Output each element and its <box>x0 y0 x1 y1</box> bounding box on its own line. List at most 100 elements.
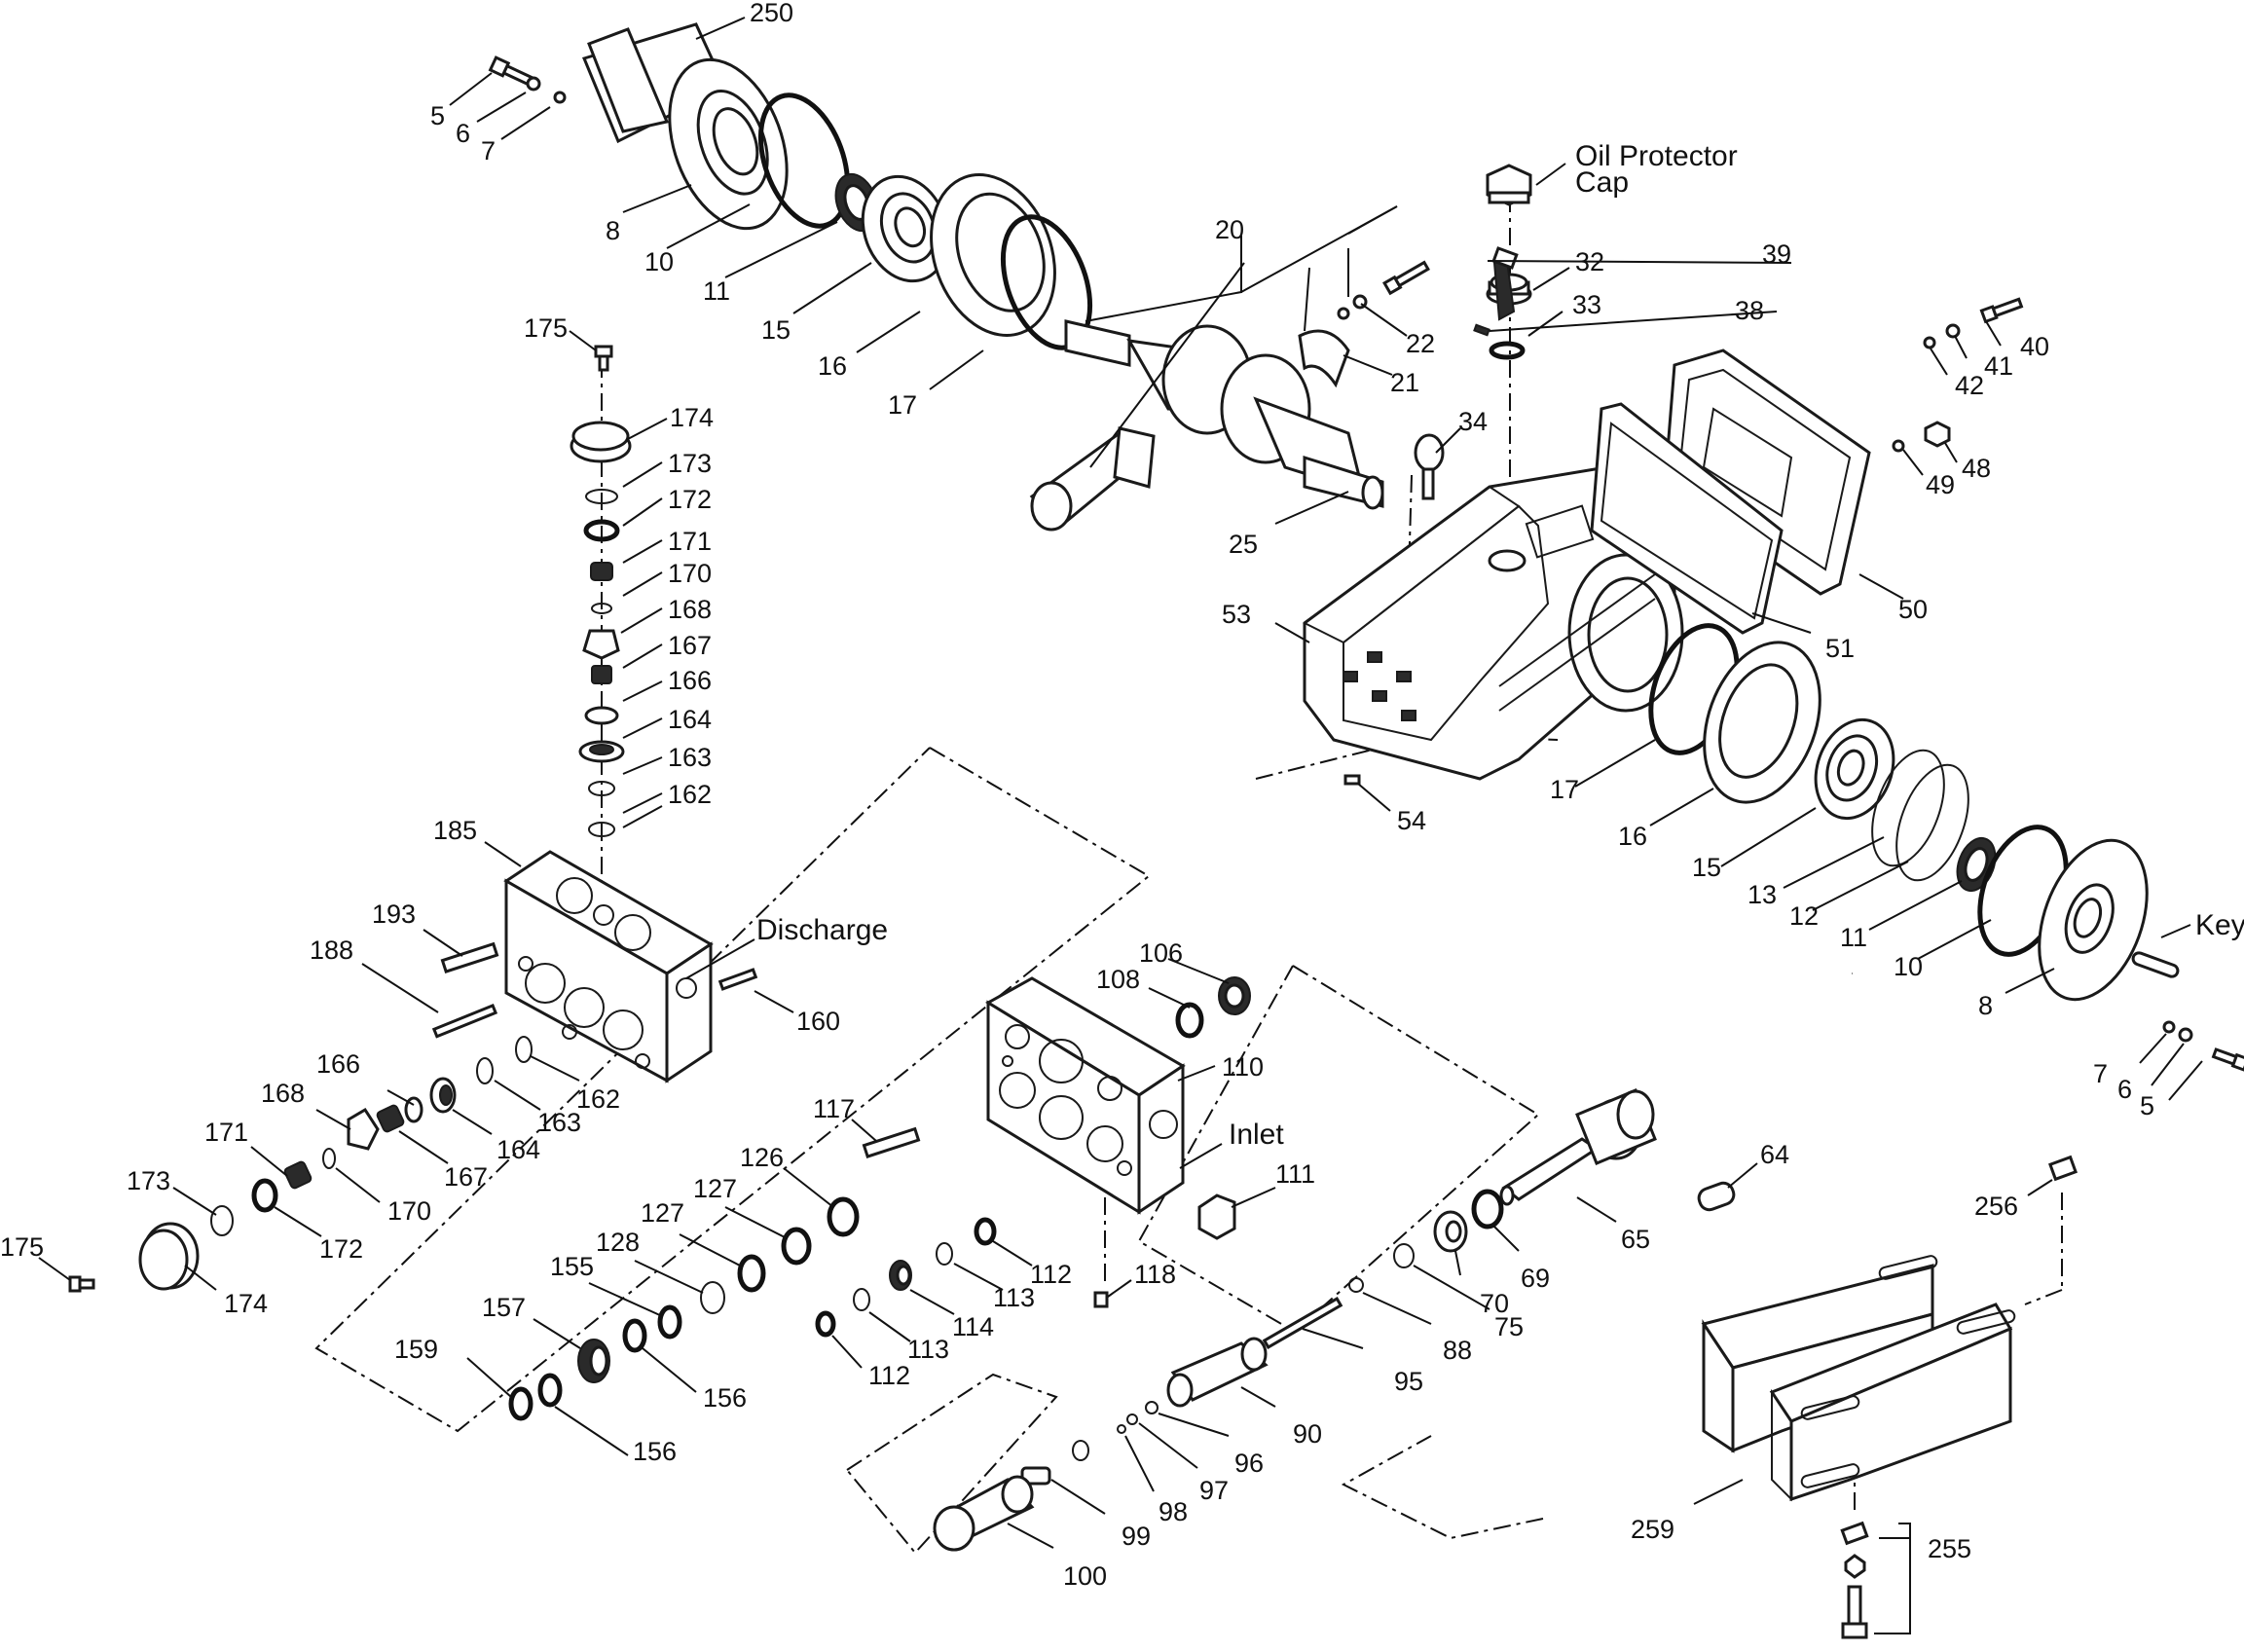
callout-170a: 170 <box>668 559 712 588</box>
discharge-valve-stack-horizontal <box>68 1036 533 1293</box>
callout-185: 185 <box>433 816 477 845</box>
part-38-clip <box>1473 323 1490 337</box>
callout-112a: 112 <box>1030 1260 1072 1289</box>
part-112a-oring <box>974 1217 997 1246</box>
part-95-rod <box>1262 1296 1343 1350</box>
oil-protector-cap <box>1486 164 1532 206</box>
callout-168a: 168 <box>668 595 712 624</box>
part-22-washer-2 <box>1337 307 1350 320</box>
callout-32: 32 <box>1575 247 1604 276</box>
part-255-bolt <box>1841 1585 1868 1639</box>
part-106-seal <box>1218 976 1251 1015</box>
callout-labels: 250 5 6 7 8 10 11 15 16 17 20 22 21 25 O… <box>0 0 2244 1591</box>
part-170a-washer <box>591 603 612 614</box>
part-156a-oring <box>622 1318 647 1353</box>
callout-20: 20 <box>1215 215 1244 244</box>
callout-100: 100 <box>1063 1561 1107 1591</box>
bearing-cover-group-right <box>1648 623 2244 1072</box>
callout-12: 12 <box>1789 901 1819 931</box>
part-21-cap <box>1298 329 1350 388</box>
part-40-screw <box>1979 297 2024 324</box>
part-99-ring <box>1072 1440 1089 1461</box>
part-127b-oring <box>737 1254 766 1293</box>
plunger-group <box>933 1088 1736 1552</box>
callout-172a: 172 <box>668 485 712 514</box>
part-10-oring <box>757 92 851 229</box>
part-34-eye-bolt <box>1414 433 1445 500</box>
callout-110: 110 <box>1222 1052 1264 1082</box>
part-33-oring <box>1489 341 1526 360</box>
part-64-pin <box>1697 1181 1736 1212</box>
part-15-bearing <box>861 174 950 283</box>
callout-167a: 167 <box>668 631 712 660</box>
part-118-plug <box>1093 1291 1109 1308</box>
part-188-bolt <box>431 1003 498 1039</box>
rear-cover-group <box>1473 246 2024 635</box>
part-167b-spring <box>376 1104 405 1133</box>
part-65-plunger-guide <box>1499 1088 1657 1206</box>
part-155-oring <box>657 1304 682 1340</box>
callout-16: 16 <box>818 351 847 381</box>
part-250-cover <box>581 22 727 144</box>
part-162a-ring <box>588 822 615 837</box>
part-164b-seat <box>429 1077 457 1114</box>
part-16b-cover <box>1703 641 1821 804</box>
callout-10b: 10 <box>1894 952 1923 981</box>
callout-65: 65 <box>1621 1225 1650 1254</box>
part-5b-screw <box>2211 1047 2244 1072</box>
callout-112b: 112 <box>868 1361 910 1390</box>
callout-21: 21 <box>1390 368 1419 397</box>
label-inlet: Inlet <box>1229 1119 1284 1151</box>
part-172a-oring <box>583 519 620 542</box>
callout-166b: 166 <box>316 1049 360 1079</box>
part-12-shim <box>1895 763 1969 882</box>
part-97-washer <box>1126 1413 1138 1425</box>
callout-22: 22 <box>1406 329 1435 358</box>
callout-167b: 167 <box>444 1162 488 1192</box>
part-111-plug <box>1197 1193 1236 1240</box>
callout-127b: 127 <box>641 1198 684 1228</box>
callout-98: 98 <box>1159 1497 1188 1526</box>
part-54-pin <box>1343 774 1361 786</box>
part-162b-ring <box>515 1036 533 1063</box>
callout-166a: 166 <box>668 666 712 695</box>
part-90-plunger <box>1166 1337 1269 1408</box>
part-20-connecting-rod <box>1029 426 1156 532</box>
callout-126: 126 <box>740 1143 784 1172</box>
callout-174a: 174 <box>670 403 714 432</box>
callout-160: 160 <box>796 1007 840 1036</box>
part-157-valve <box>577 1339 610 1383</box>
callout-175b: 175 <box>0 1232 44 1262</box>
callout-39: 39 <box>1762 239 1791 269</box>
callout-128: 128 <box>596 1228 640 1257</box>
part-7-washer <box>553 91 567 104</box>
part-69-oring <box>1471 1189 1504 1230</box>
callout-34: 34 <box>1458 407 1488 436</box>
part-172b-oring <box>251 1178 278 1213</box>
callout-164b: 164 <box>497 1135 540 1164</box>
part-173b-ring <box>210 1205 234 1236</box>
part-112b-oring <box>815 1310 836 1338</box>
crankshaft-group <box>1029 260 1430 532</box>
part-193-stud <box>440 941 499 973</box>
part-96-washer <box>1145 1401 1159 1414</box>
callout-113a: 113 <box>993 1283 1035 1312</box>
callout-49: 49 <box>1926 470 1955 499</box>
part-51-gasket <box>1590 402 1784 635</box>
callout-108: 108 <box>1096 965 1140 994</box>
part-175b-screw <box>68 1275 95 1293</box>
part-113b-ring <box>853 1288 870 1311</box>
callout-15: 15 <box>761 315 791 345</box>
callout-172b: 172 <box>319 1234 363 1264</box>
callout-96: 96 <box>1234 1449 1264 1478</box>
part-8-flange <box>668 57 789 231</box>
callout-162a: 162 <box>668 780 712 809</box>
callout-5: 5 <box>430 101 445 130</box>
part-39-dipstick <box>1491 246 1519 321</box>
leader-lines <box>38 17 2203 1634</box>
callout-99: 99 <box>1122 1522 1151 1551</box>
label-discharge: Discharge <box>756 914 888 946</box>
callout-38: 38 <box>1735 296 1764 325</box>
callout-171b: 171 <box>204 1118 248 1147</box>
bearing-cover-group-left <box>488 22 1093 350</box>
